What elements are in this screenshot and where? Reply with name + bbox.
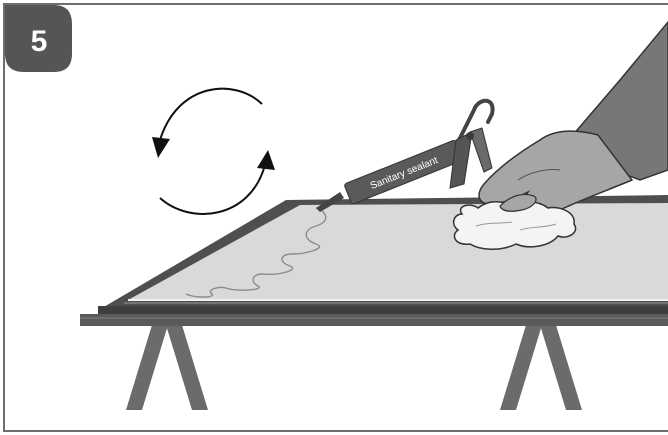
step-number-badge: 5 — [5, 5, 72, 72]
trestle-beam — [80, 314, 668, 326]
trestle-left — [126, 325, 208, 410]
cleaning-cloth — [452, 201, 577, 250]
rotate-arrows-icon — [152, 87, 275, 215]
sealant-bead — [185, 207, 327, 298]
panel-border — [3, 3, 668, 432]
sealant-gun-icon: Sanitary sealant — [316, 98, 495, 212]
gloved-hand — [478, 20, 668, 220]
trestle-right — [500, 325, 582, 410]
step-number: 5 — [31, 25, 48, 58]
